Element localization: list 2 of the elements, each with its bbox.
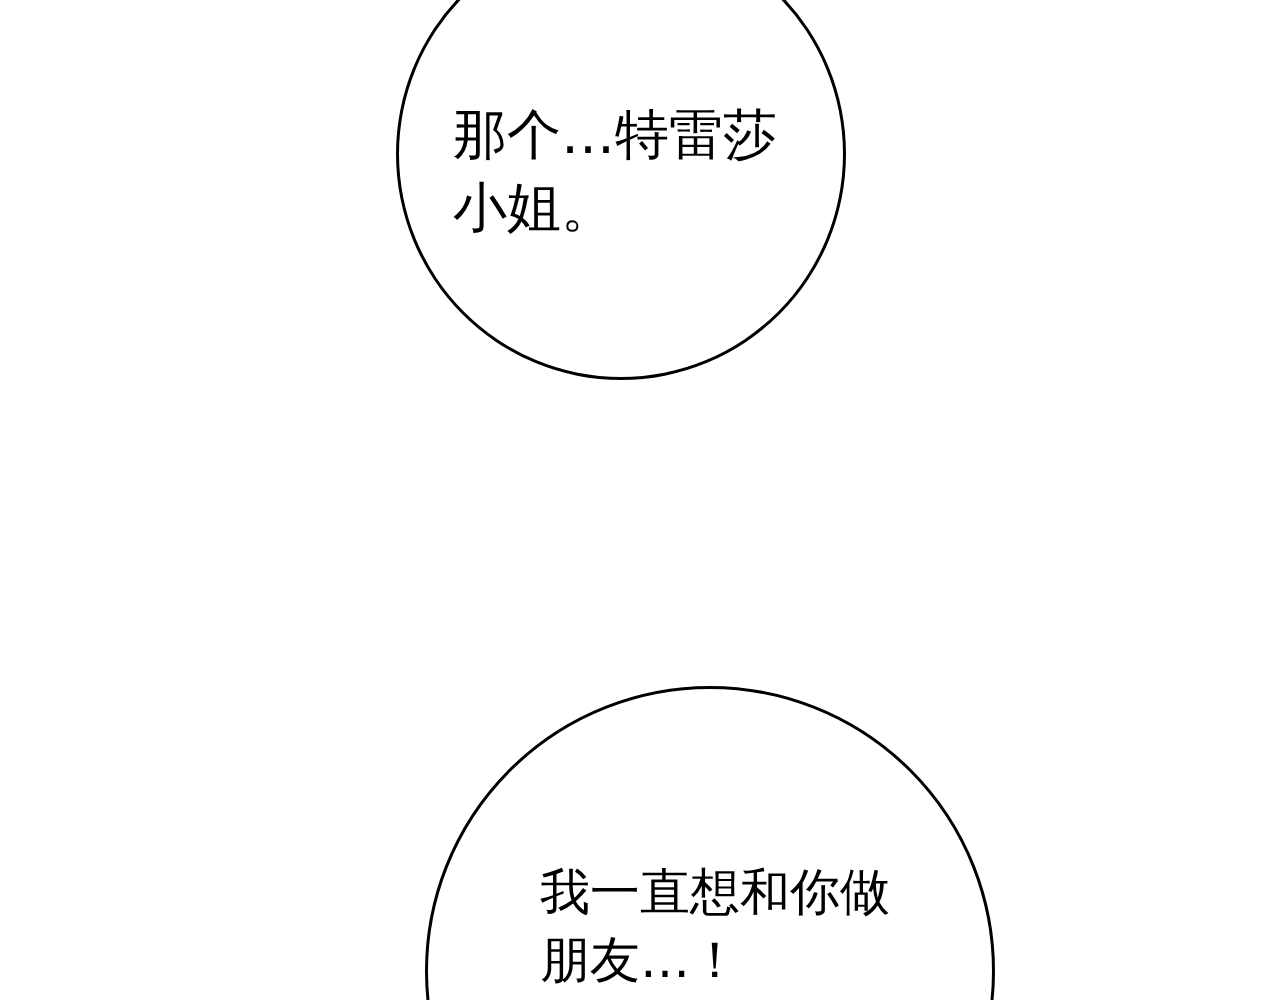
dialogue-text: 我一直想和你做朋友…！: [540, 862, 890, 991]
dialogue-text: 那个…特雷莎小姐。: [453, 102, 778, 241]
